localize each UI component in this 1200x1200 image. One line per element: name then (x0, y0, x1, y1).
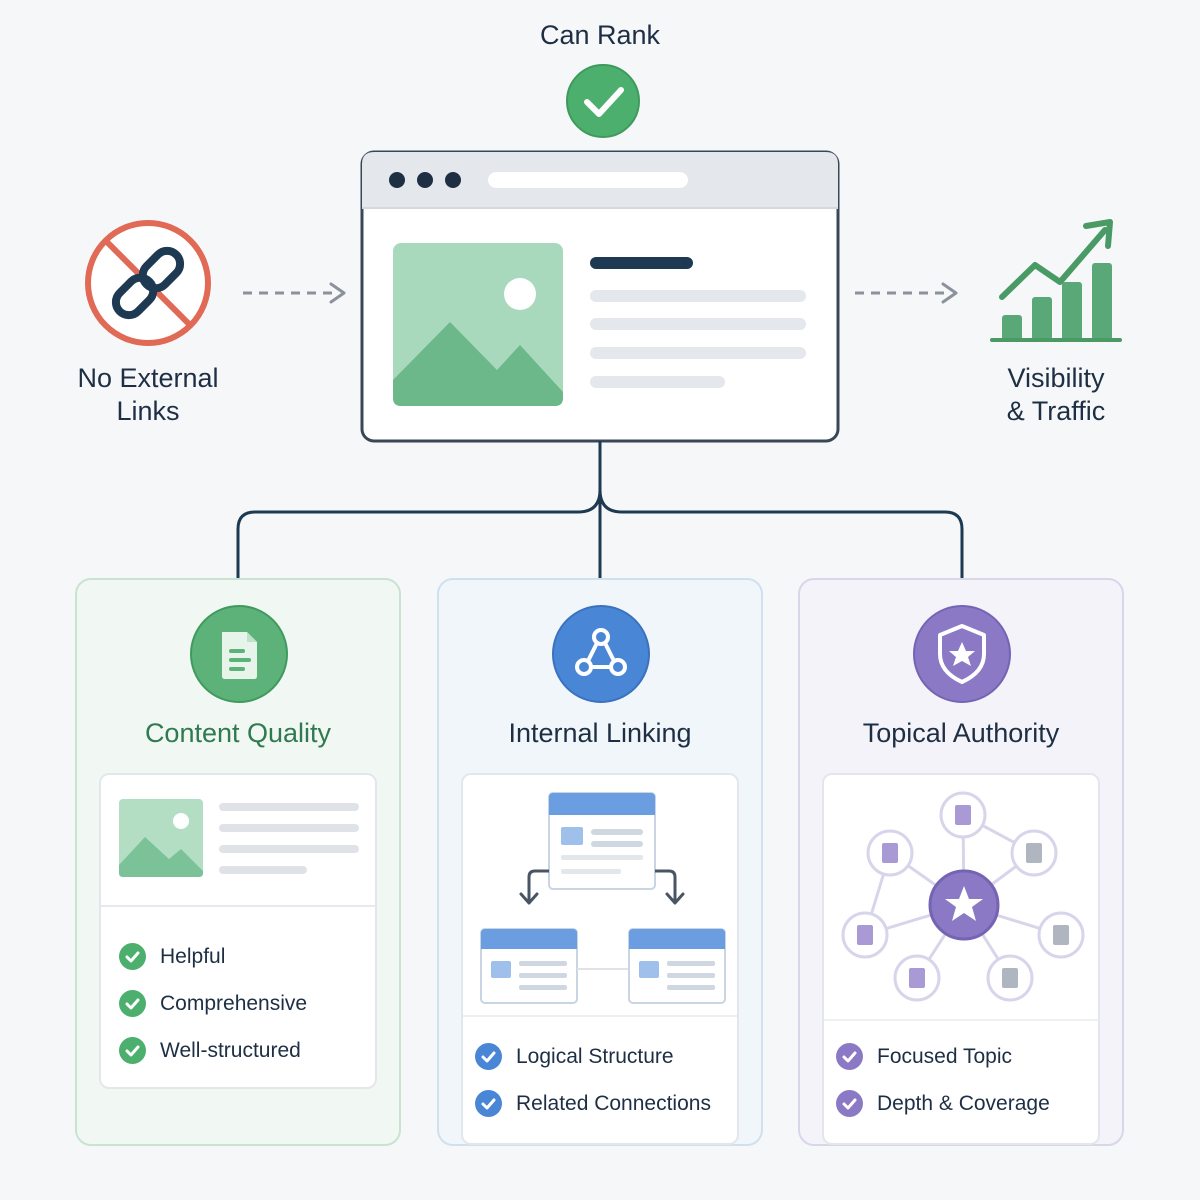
item-label: Focused Topic (877, 1044, 1013, 1068)
content-preview-graphic (119, 799, 359, 877)
visibility-traffic-label: Visibility & Traffic (966, 362, 1146, 428)
can-rank-label: Can Rank (539, 20, 661, 50)
browser-window (360, 150, 840, 443)
network-icon (552, 605, 650, 703)
topical-authority-card: Topical Authority (798, 578, 1124, 1146)
label-line: No External (77, 363, 219, 393)
card-title: Internal Linking (508, 718, 692, 748)
check-icon (475, 1090, 502, 1117)
document-icon (190, 605, 288, 703)
topic-cluster-graphic (841, 791, 1085, 1002)
list-item: Comprehensive (119, 980, 307, 1027)
list-item: Related Connections (475, 1080, 711, 1127)
check-icon (119, 943, 146, 970)
checklist: Logical Structure Related Connections (475, 1033, 711, 1127)
linking-structure-panel: Logical Structure Related Connections (461, 773, 739, 1145)
list-item: Depth & Coverage (836, 1080, 1050, 1127)
content-preview-panel: Helpful Comprehensive Well-structured (99, 773, 377, 1089)
topic-cluster-panel: Focused Topic Depth & Coverage (822, 773, 1100, 1145)
divider (824, 1019, 1098, 1021)
list-item: Logical Structure (475, 1033, 711, 1080)
tree-connectors (236, 441, 964, 579)
item-label: Logical Structure (516, 1044, 674, 1068)
window-dot-icon (445, 172, 461, 188)
divider (101, 905, 375, 907)
growth-chart-icon (990, 219, 1122, 342)
shield-star-icon (913, 605, 1011, 703)
item-label: Depth & Coverage (877, 1091, 1050, 1115)
site-structure-graphic (480, 792, 726, 1004)
window-dot-icon (417, 172, 433, 188)
label-line: & Traffic (1006, 396, 1106, 426)
item-label: Comprehensive (160, 991, 308, 1015)
card-title: Topical Authority (862, 718, 1060, 748)
checklist: Focused Topic Depth & Coverage (836, 1033, 1050, 1127)
content-quality-card: Content Quality Helpful Comprehensive We… (75, 578, 401, 1146)
label-line: Visibility (1007, 363, 1105, 393)
address-bar (488, 172, 688, 188)
label-line: Links (116, 396, 180, 426)
item-label: Well-structured (160, 1038, 301, 1062)
can-rank-check-icon (566, 64, 640, 138)
internal-linking-card: Internal Linking (437, 578, 763, 1146)
check-icon (836, 1043, 863, 1070)
checklist: Helpful Comprehensive Well-structured (119, 933, 307, 1074)
broken-link-icon (85, 220, 211, 346)
topic-node-icon (841, 791, 1085, 1002)
card-title: Content Quality (144, 718, 332, 748)
item-label: Helpful (160, 944, 226, 968)
check-icon (836, 1090, 863, 1117)
item-label: Related Connections (516, 1091, 711, 1115)
list-item: Helpful (119, 933, 307, 980)
window-dot-icon (389, 172, 405, 188)
list-item: Well-structured (119, 1027, 307, 1074)
image-placeholder-icon (393, 243, 563, 406)
arrow-window-to-right (855, 282, 958, 304)
list-item: Focused Topic (836, 1033, 1050, 1080)
check-icon (119, 1037, 146, 1064)
arrow-left-to-window (243, 282, 346, 304)
check-icon (119, 990, 146, 1017)
divider (463, 1015, 737, 1017)
check-icon (475, 1043, 502, 1070)
no-external-links-label: No External Links (58, 362, 238, 428)
